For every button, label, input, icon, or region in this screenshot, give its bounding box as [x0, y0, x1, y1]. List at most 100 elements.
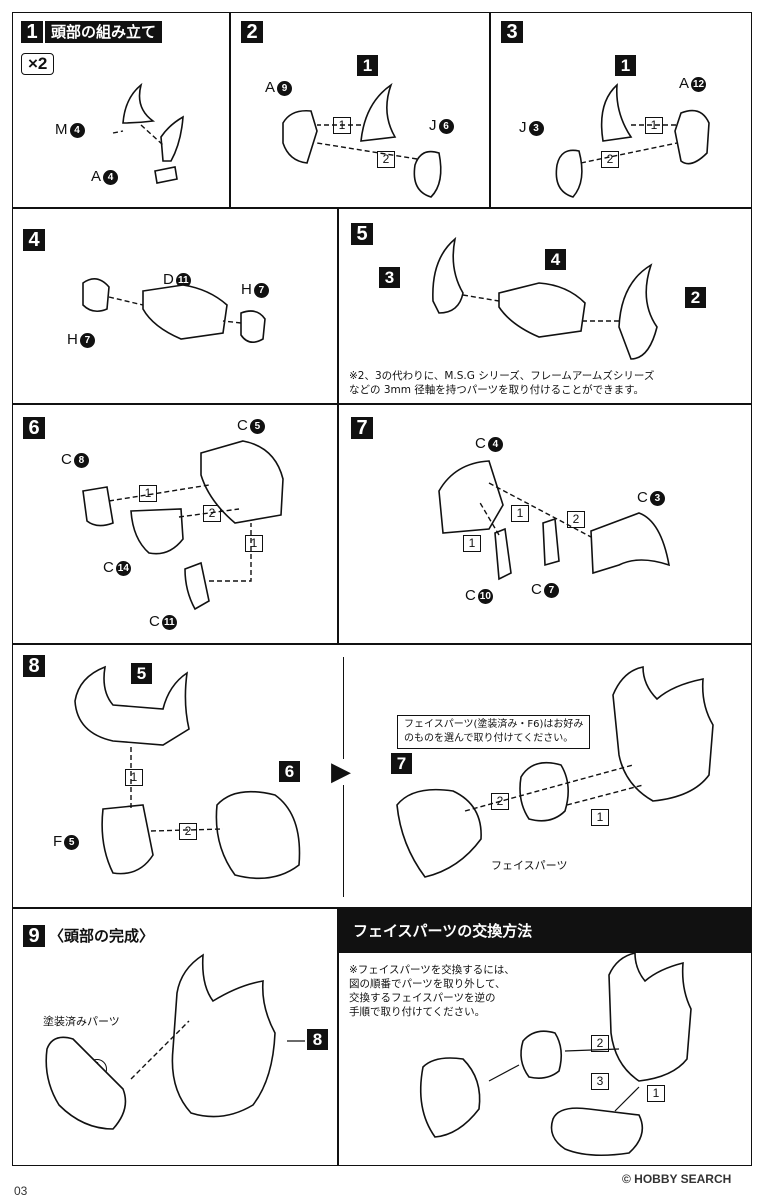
- face-frame-illustration: [82, 440, 284, 611]
- quantity-badge: ×2: [21, 53, 55, 75]
- part-callout-1: 1: [615, 55, 636, 76]
- head-core-illustration: [82, 278, 266, 343]
- step-5-note: ※2、3の代わりに、M.S.G シリーズ、フレームアームズシリーズ などの 3m…: [349, 369, 654, 397]
- part-callout-4: 4: [545, 249, 566, 270]
- step-number: 9: [23, 925, 45, 947]
- part-number-h: 7: [253, 282, 269, 298]
- painted-parts-label: 塗装済みパーツ: [43, 1015, 120, 1028]
- part-number-m: 4: [69, 122, 85, 138]
- next-arrow-icon: ▶: [331, 757, 351, 787]
- side-assembly-illustration: [555, 83, 710, 198]
- order-marker-1b: 1: [591, 809, 609, 826]
- part-number: 3: [649, 490, 665, 506]
- note-line: ※2、3の代わりに、M.S.G シリーズ、フレームアームズシリーズ: [349, 370, 655, 382]
- step-title: 〈頭部の完成〉: [49, 927, 155, 945]
- head-assembly-illustration: [74, 665, 714, 880]
- part-callout-3: 3: [379, 267, 400, 288]
- swap-header: フェイスパーツの交換方法: [339, 909, 751, 953]
- part-number: 10: [477, 588, 493, 604]
- completed-head-illustration: [45, 953, 305, 1130]
- face-parts-label: フェイスパーツ: [491, 859, 568, 872]
- order-marker-1b: 1: [245, 535, 263, 552]
- part-number: 4: [487, 436, 503, 452]
- note-line: 図の順番でパーツを取り外して、: [349, 978, 506, 990]
- part-callout-8: 8: [307, 1029, 328, 1050]
- face-parts-callout: フェイスパーツ(塗装済み・F6)はお好み のものを選んで取り付けてください。: [397, 715, 591, 749]
- part-callout-6: 6: [279, 761, 300, 782]
- ear-assembly-illustration: [112, 82, 184, 184]
- page-number: 03: [14, 1184, 28, 1198]
- note-line: などの 3mm 径軸を持つパーツを取り付けることができます。: [349, 384, 645, 396]
- step-9-panel: 9 〈頭部の完成〉 塗装済みパーツ 8 !: [12, 908, 338, 1166]
- part-number-j: 6: [438, 118, 454, 134]
- step-title: 頭部の組み立て: [45, 21, 163, 43]
- part-callout-1: 1: [357, 55, 378, 76]
- part-number-a: 12: [691, 76, 707, 92]
- part-number: 14: [115, 560, 131, 576]
- step-number: 4: [23, 229, 45, 251]
- head-core-illustration: [432, 236, 658, 360]
- note-line: ※フェイスパーツを交換するには、: [349, 964, 515, 976]
- part-number: 7: [543, 582, 559, 598]
- part-number-h: 7: [79, 332, 95, 348]
- swap-note: ※フェイスパーツを交換するには、 図の順番でパーツを取り外して、 交換するフェイ…: [349, 963, 515, 1019]
- step-number: 8: [23, 655, 45, 677]
- part-number: 8: [73, 452, 89, 468]
- part-callout-2: 2: [685, 287, 706, 308]
- part-number: 11: [161, 614, 177, 630]
- step-number: 1: [21, 21, 43, 43]
- part-number: 5: [249, 418, 265, 434]
- order-marker-1: 1: [511, 505, 529, 522]
- watermark: © HOBBY SEARCH: [622, 1172, 732, 1186]
- step-number: 2: [241, 21, 263, 43]
- part-number-f: 5: [64, 834, 80, 850]
- step-5-panel: 5 3 4 2 ※2、3の代わりに、M.S.G シリーズ、フレームアームズシリー…: [338, 208, 752, 404]
- side-assembly-illustration: [282, 82, 442, 198]
- part-callout-5: 5: [131, 663, 152, 684]
- part-number-d: 11: [175, 272, 191, 288]
- order-marker-1: 1: [647, 1085, 665, 1102]
- order-marker-2: 2: [601, 151, 619, 168]
- order-marker-2: 2: [567, 511, 585, 528]
- callout-line: のものを選んで取り付けてください。: [404, 733, 574, 744]
- order-marker-1b: 1: [463, 535, 481, 552]
- step-number: 6: [23, 417, 45, 439]
- order-marker-2: 2: [179, 823, 197, 840]
- order-marker-2: 2: [591, 1035, 609, 1052]
- callout-line: フェイスパーツ(塗装済み・F6)はお好み: [404, 719, 584, 730]
- part-number-j: 3: [528, 120, 544, 136]
- step-number: 5: [351, 223, 373, 245]
- face-swap-panel: フェイスパーツの交換方法 ※フェイスパーツを交換するには、 図の順番でパーツを取…: [338, 908, 752, 1166]
- part-number-a: 9: [277, 80, 293, 96]
- step-number: 7: [351, 417, 373, 439]
- order-marker-3: 3: [591, 1073, 609, 1090]
- order-marker-1: 1: [645, 117, 663, 134]
- part-number-a: 4: [103, 169, 119, 185]
- step-number: 3: [501, 21, 523, 43]
- face-frame-illustration: [438, 460, 671, 581]
- note-line: 交換するフェイスパーツを逆の: [349, 992, 496, 1004]
